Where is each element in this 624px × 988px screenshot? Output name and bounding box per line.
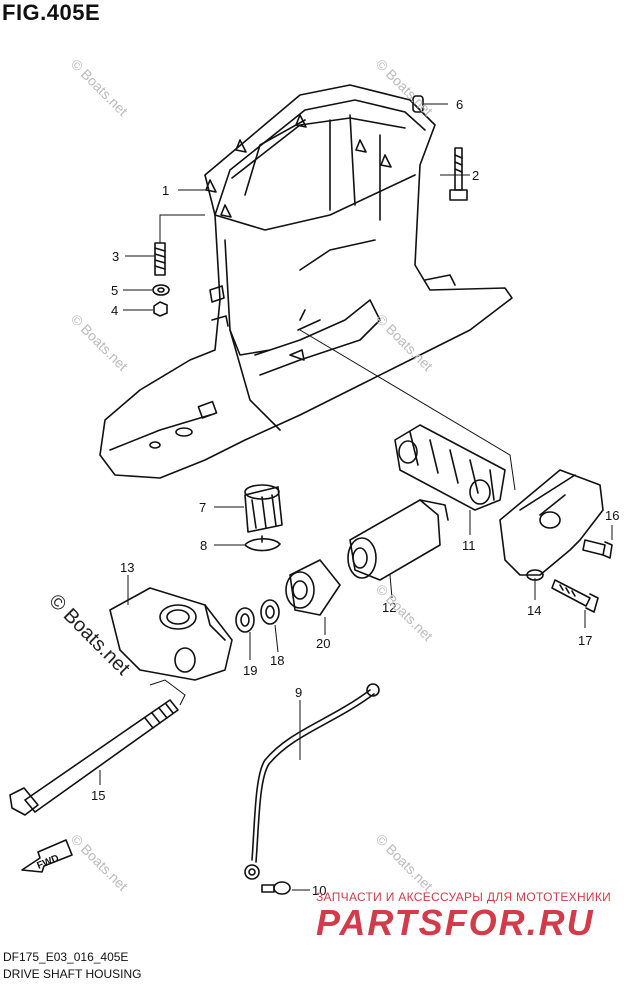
rubber-boot-part-7 [244, 484, 283, 533]
bushing-part-20 [285, 559, 341, 616]
callout-4: 4 [111, 303, 118, 318]
promo-tagline: ЗАПЧАСТИ И АКСЕССУАРЫ ДЛЯ МОТОТЕХНИКИ [316, 890, 612, 904]
svg-text:© Boats.net: © Boats.net [373, 311, 436, 374]
callout-17: 17 [578, 633, 592, 648]
callout-20: 20 [316, 636, 330, 651]
ground-wire-part-9 [244, 683, 380, 880]
upper-mount-cover-part-14 [499, 469, 604, 581]
rubber-mount-part-11 [394, 424, 506, 511]
diagram-caption: DRIVE SHAFT HOUSING [3, 967, 142, 981]
callout-1: 1 [162, 183, 169, 198]
callout-15: 15 [91, 788, 105, 803]
clip-ring-part-8 [244, 535, 281, 552]
long-bolt-part-15 [9, 699, 179, 816]
callout-18: 18 [270, 653, 284, 668]
callout-8: 8 [200, 538, 207, 553]
washer-part-5 [152, 284, 170, 296]
svg-text:© Boats.net: © Boats.net [68, 311, 131, 374]
svg-text:© Boats.net: © Boats.net [68, 831, 131, 894]
callout-11: 11 [462, 538, 476, 553]
promo-brand-logo: PARTSFOR.RU [316, 902, 595, 943]
nut-part-4 [153, 301, 168, 317]
callout-19: 19 [243, 663, 257, 678]
callout-2: 2 [472, 168, 479, 183]
callout-14: 14 [527, 603, 541, 618]
bolt-part-16 [582, 539, 613, 559]
callout-10: 10 [312, 883, 326, 898]
washer-part-18 [260, 599, 280, 625]
callout-5: 5 [111, 283, 118, 298]
dowel-pin-part-6 [412, 95, 424, 113]
callout-9: 9 [295, 685, 302, 700]
callout-6: 6 [456, 97, 463, 112]
drive-shaft-housing [99, 84, 513, 479]
bolt-part-2 [449, 147, 468, 201]
svg-text:© Boats.net: © Boats.net [68, 56, 131, 119]
figure-title: FIG.405E [2, 0, 101, 25]
washer-part-19 [235, 607, 255, 633]
screw-part-10 [261, 881, 291, 895]
callout-13: 13 [120, 560, 134, 575]
callout-3: 3 [112, 249, 119, 264]
svg-text:© Boats.net: © Boats.net [373, 56, 436, 119]
callout-12: 12 [382, 600, 396, 615]
stud-part-3 [154, 242, 166, 276]
diagram-code: DF175_E03_016_405E [3, 950, 129, 964]
bolt-part-17 [551, 579, 599, 613]
cylindrical-mount-part-12 [347, 499, 449, 581]
fwd-arrow-icon [21, 839, 73, 873]
svg-text:© Boats.net: © Boats.net [373, 831, 436, 894]
lower-mount-bracket-part-13 [109, 587, 233, 681]
leader-lines [99, 103, 613, 891]
callout-16: 16 [605, 508, 619, 523]
callout-numbers: 1 2 3 4 5 6 7 8 9 10 11 12 13 14 15 16 1… [91, 97, 619, 898]
callout-7: 7 [199, 500, 206, 515]
